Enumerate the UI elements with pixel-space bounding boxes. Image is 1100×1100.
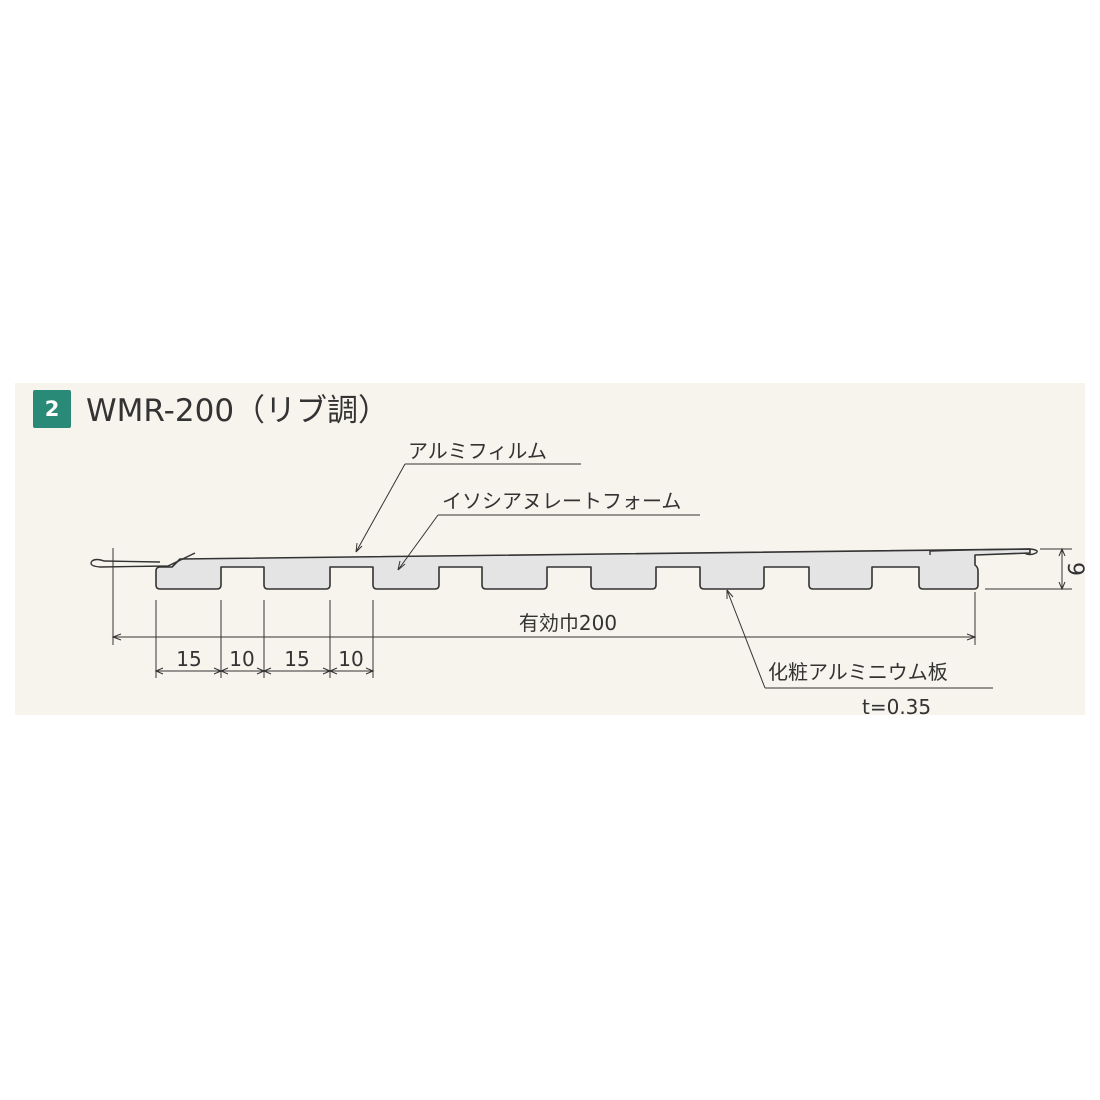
left-joint-hook	[90, 552, 196, 568]
dim-label-1: 15	[176, 647, 201, 671]
figure-panel	[15, 383, 1085, 715]
film-leader	[355, 463, 581, 553]
plate-label: 化粧アルミニウム板	[768, 660, 948, 684]
dim-label-3: 15	[284, 647, 309, 671]
plate-leader	[726, 589, 993, 689]
film-label: アルミフィルム	[408, 439, 547, 463]
thickness-label: t=0.35	[862, 695, 931, 719]
section-number-badge: 2	[33, 390, 71, 428]
height-dimension	[985, 547, 1072, 591]
dim-label-4: 10	[338, 647, 363, 671]
height-label: 9	[1062, 562, 1087, 576]
effective-width-dimension	[111, 548, 977, 645]
panel-profile	[155, 548, 1031, 590]
foam-leader	[397, 514, 700, 571]
foam-label: イソシアヌレートフォーム	[442, 489, 681, 513]
figure-title: WMR-200（リブ調）	[86, 393, 390, 429]
right-joint-hook	[929, 548, 1038, 556]
dim-label-2: 10	[229, 647, 254, 671]
rib-pitch-dimension	[154, 600, 375, 678]
effective-width-label: 有効巾200	[519, 611, 617, 635]
